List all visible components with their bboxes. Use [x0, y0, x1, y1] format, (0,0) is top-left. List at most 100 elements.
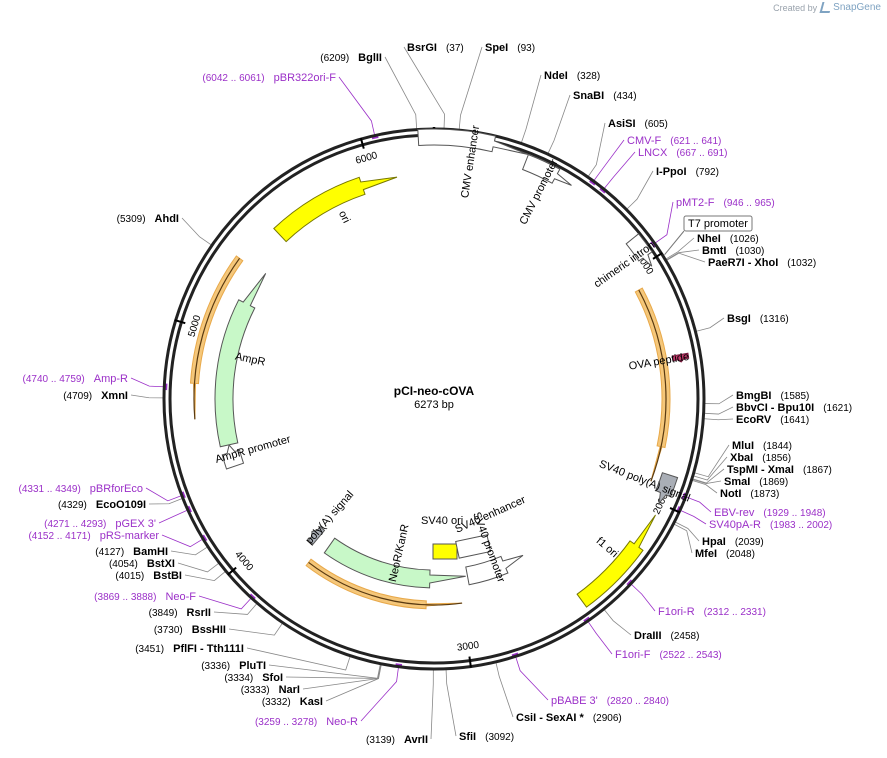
site-nhei[interactable]: NheI(1026)	[697, 233, 759, 245]
primer-sv40pa-r[interactable]: SV40pA-R(1983 .. 2002)	[709, 519, 832, 531]
t7-promoter-leader	[664, 230, 685, 256]
site-ecorv[interactable]: EcoRV(1641)	[736, 414, 809, 426]
site-mlui[interactable]: MluI(1844)	[732, 440, 792, 452]
site-bsshii[interactable]: (3730)BssHII	[154, 624, 226, 636]
feature-cmv-enhancer[interactable]	[417, 128, 529, 155]
primer-pbrforeco[interactable]: (4331 .. 4349)pBRforEco	[19, 483, 143, 495]
primer-pmt2-f[interactable]: pMT2-F(946 .. 965)	[676, 197, 775, 209]
site-name: MluI	[732, 440, 754, 452]
site-position: (1873)	[750, 489, 779, 500]
site-draiii[interactable]: DraIII(2458)	[634, 630, 699, 642]
primer-amp-r[interactable]: (4740 .. 4759)Amp-R	[23, 373, 129, 385]
site-leader-tspmi	[692, 468, 725, 484]
primer-mark-cmv-f	[589, 180, 596, 186]
site-paer7i[interactable]: PaeR7I- XhoI(1032)	[708, 257, 816, 269]
tick-label: 3000	[456, 640, 480, 654]
primer-position: (946 .. 965)	[724, 198, 775, 209]
site-leader-xmni	[130, 394, 164, 399]
site-leader-kasi	[325, 664, 382, 702]
primer-name: pRS-marker	[100, 530, 160, 542]
site-xbai[interactable]: XbaI(1856)	[730, 452, 791, 464]
t7-promoter-callout[interactable]	[683, 215, 753, 232]
feature-label-ori: ori	[336, 209, 352, 225]
plasmid-size: 6273 bp	[414, 399, 454, 411]
site-leader-bmgbi	[704, 394, 734, 405]
feature-ampr-promoter[interactable]	[221, 444, 245, 470]
site-bsgi[interactable]: BsgI(1316)	[727, 313, 789, 325]
site-leader-avrii	[430, 669, 434, 740]
site-name: BstBI	[153, 570, 182, 582]
tick-mark	[669, 507, 681, 514]
primer-mark-prs-marker	[202, 534, 208, 542]
site-bmti[interactable]: BmtI(1030)	[702, 245, 764, 257]
feature-cmv-promoter[interactable]	[521, 153, 572, 186]
site-name: SfoI	[262, 672, 283, 684]
primer-lncx[interactable]: LNCX(667 .. 691)	[638, 147, 728, 159]
site-nari[interactable]: (3333)NarI	[241, 684, 300, 696]
site-name: I-PpoI	[656, 166, 687, 178]
site-avrii[interactable]: (3139)AvrII	[366, 734, 428, 746]
site-extra: - XmaI	[761, 464, 794, 476]
primer-leader-cmv-f	[593, 139, 625, 181]
feature-ova-peptide[interactable]	[671, 352, 690, 363]
site-sfii[interactable]: SfiI(3092)	[459, 731, 514, 743]
site-position: (792)	[696, 167, 719, 178]
site-name: SfiI	[459, 731, 476, 743]
site-xmni[interactable]: (4709)XmnI	[63, 390, 128, 402]
site-pflfi[interactable]: (3451)PflFI- Tth111I	[135, 643, 244, 655]
site-sfoi[interactable]: (3334)SfoI	[224, 672, 283, 684]
inner-label-sv40-enhancer: SV40 enhancer	[453, 494, 527, 536]
site-bglii[interactable]: (6209)BglII	[320, 52, 382, 64]
site-ippoi[interactable]: I-PpoI (792)	[656, 166, 719, 178]
primer-f1ori-f[interactable]: F1ori-F(2522 .. 2543)	[615, 649, 722, 661]
site-ahdi[interactable]: (5309)AhdI	[117, 213, 179, 225]
site-name: EcoO109I	[96, 499, 146, 511]
site-position: (1621)	[823, 403, 852, 414]
feature-neo-kanr[interactable]	[323, 537, 466, 589]
primer-pbr322ori-f[interactable]: (6042 .. 6061)pBR322ori-F	[202, 72, 336, 84]
site-csii[interactable]: CsiI- SexAI *(2906)	[516, 712, 622, 724]
site-spei[interactable]: SpeI(93)	[485, 42, 535, 54]
site-tspmi[interactable]: TspMI- XmaI(1867)	[727, 464, 832, 476]
feature-f1-ori[interactable]	[576, 514, 656, 608]
site-bstxi[interactable]: (4054)BstXI	[109, 558, 175, 570]
site-mfei[interactable]: MfeI(2048)	[695, 548, 755, 560]
site-bbvci[interactable]: BbvCI- Bpu10I(1621)	[736, 402, 852, 414]
primer-pgex3[interactable]: (4271 .. 4293)pGEX 3'	[44, 518, 156, 530]
feature-sv40-enhancer-box[interactable]	[455, 534, 492, 559]
primer-f1ori-r[interactable]: F1ori-R(2312 .. 2331)	[658, 606, 766, 618]
site-ecoo109i[interactable]: (4329)EcoO109I	[58, 499, 146, 511]
site-hpai[interactable]: HpaI(2039)	[702, 536, 764, 548]
site-leader-bsshii	[228, 623, 283, 636]
primer-neo-f[interactable]: (3869 .. 3888)Neo-F	[94, 591, 196, 603]
site-ndei[interactable]: NdeI(328)	[544, 70, 600, 82]
site-bstbi[interactable]: (4015) BstBI	[115, 570, 182, 582]
site-asisi[interactable]: AsiSI(605)	[608, 118, 668, 130]
feature-ori[interactable]	[273, 176, 398, 243]
primer-position: (6042 .. 6061)	[202, 73, 264, 84]
site-bamhi[interactable]: (4127)BamHI	[95, 546, 168, 558]
site-position: (4015)	[115, 571, 144, 582]
feature-sv40-polya[interactable]	[655, 472, 679, 506]
primer-neo-r[interactable]: (3259 .. 3278)Neo-R	[255, 716, 358, 728]
primer-ebv-rev[interactable]: EBV-rev(1929 .. 1948)	[714, 507, 826, 519]
feature-sv40-promoter[interactable]	[465, 554, 524, 586]
site-smai[interactable]: SmaI(1869)	[724, 476, 788, 488]
site-name: KasI	[300, 696, 323, 708]
feature-ampr[interactable]	[214, 273, 267, 448]
feature-sv40-ori-box[interactable]	[432, 543, 458, 560]
site-kasi[interactable]: (3332)KasI	[262, 696, 323, 708]
site-bmgbi[interactable]: BmgBI(1585)	[736, 390, 809, 402]
site-bsrgi[interactable]: BsrGI(37)	[407, 42, 464, 54]
site-snabi[interactable]: SnaBI(434)	[573, 90, 637, 102]
site-pluti[interactable]: (3336)PluTI	[201, 660, 266, 672]
site-noti[interactable]: NotI(1873)	[720, 488, 779, 500]
primer-prs-marker[interactable]: (4152 .. 4171)pRS-marker	[28, 530, 159, 542]
primer-pbabe3[interactable]: pBABE 3'(2820 .. 2840)	[551, 695, 669, 707]
feature-polya-signal[interactable]	[307, 525, 326, 545]
feature-chimeric-intron[interactable]	[625, 233, 653, 267]
tick-label: 6000	[354, 150, 379, 167]
primer-cmv-f[interactable]: CMV-F(621 .. 641)	[627, 135, 721, 147]
site-rsrii[interactable]: (3849)RsrII	[149, 607, 211, 619]
